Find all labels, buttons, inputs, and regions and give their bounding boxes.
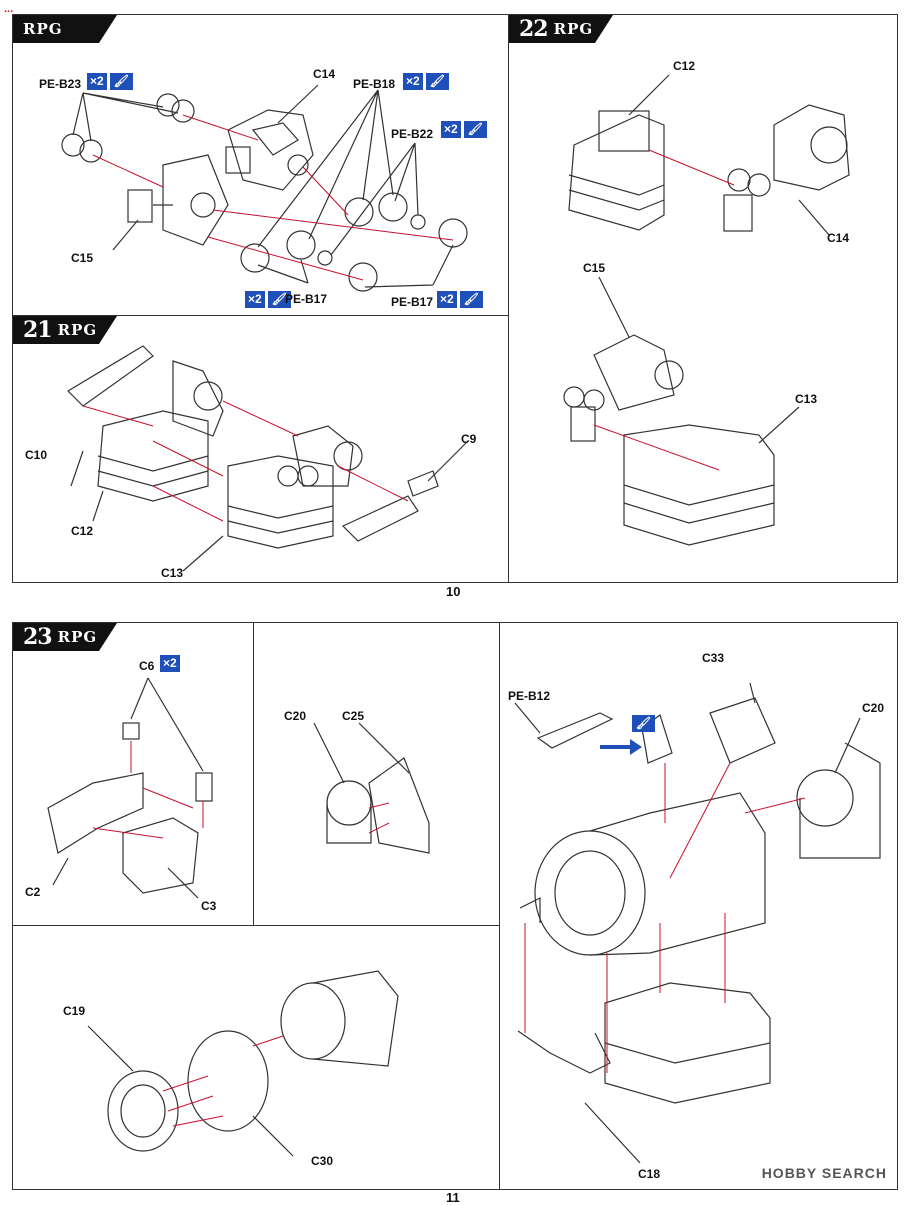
part-label-pe-b17b: PE-B17 [391, 295, 434, 309]
part-label-c14: C14 [827, 231, 850, 245]
step-brand: RPG [23, 20, 63, 38]
panel-step-20: RPG [12, 14, 509, 316]
step-21-drawing [67, 345, 469, 572]
glue-icon: 🖌 [109, 73, 133, 90]
panel-step-23-c: C19 C30 [12, 925, 500, 1190]
panel-step-21: 21 RPG C10 C9 C12 C13 [12, 315, 509, 583]
glue-icon: 🖌 [267, 291, 291, 308]
part-label-c9: C9 [461, 432, 477, 446]
step-brand: RPG [57, 321, 98, 339]
part-label-pe-b22: PE-B22 [391, 127, 434, 141]
step-23b-drawing [313, 722, 430, 854]
qty-x2: ×2 [87, 73, 107, 90]
qty-x2: ×2 [437, 291, 457, 308]
part-label-c12: C12 [71, 524, 94, 538]
glue-icon: 🖌 [425, 73, 449, 90]
part-label-c3: C3 [201, 899, 217, 913]
part-label-c13: C13 [161, 566, 184, 580]
part-label-c15: C15 [71, 251, 94, 265]
qty-badge-c6: ×2 [160, 655, 180, 672]
qty-badge-pe-b17a: ×2🖌 [245, 291, 291, 308]
glue-badge: 🖌 [632, 715, 655, 732]
glue-icon: 🖌 [459, 291, 483, 308]
part-label-c12: C12 [673, 59, 696, 73]
qty-badge-pe-b23: ×2🖌 [87, 73, 133, 90]
step-number: 23 [23, 624, 52, 650]
panel-step-23-a: 23 RPG C6 ×2 C2 C3 [12, 622, 254, 926]
part-label-pe-b17a: PE-B17 [285, 292, 328, 306]
qty-badge-pe-b18: ×2🖌 [403, 73, 449, 90]
glue-icon: 🖌 [632, 715, 655, 732]
step-23a-drawing [47, 677, 213, 899]
part-label-pe-b12: PE-B12 [508, 689, 551, 703]
qty-x2: ×2 [403, 73, 423, 90]
step-22-drawing [563, 74, 850, 546]
step-23d-drawing [514, 682, 881, 1164]
part-label-pe-b18: PE-B18 [353, 77, 396, 91]
step-tag-22: 22 RPG [509, 15, 613, 43]
step-tag-23: 23 RPG [13, 623, 117, 651]
glue-icon: 🖌 [463, 121, 487, 138]
part-label-c10: C10 [25, 448, 48, 462]
step-23c-drawing [87, 970, 399, 1157]
panel-step-23-d: PE-B12 🖌 C33 C20 C18 HOBBY SEARCH [499, 622, 898, 1190]
page-number-top: 10 [446, 584, 461, 599]
part-label-c14: C14 [313, 67, 336, 81]
panel-step-22: 22 RPG C12 C14 C15 C13 [508, 14, 898, 583]
part-label-c33: C33 [702, 651, 725, 665]
step-brand: RPG [553, 20, 594, 38]
part-label-c20: C20 [862, 701, 885, 715]
step-tag-20: RPG [13, 15, 117, 43]
watermark-logo: ... [4, 3, 14, 15]
step-number: 22 [519, 16, 548, 42]
part-label-c18: C18 [638, 1167, 661, 1181]
part-label-c13: C13 [795, 392, 818, 406]
qty-x2: ×2 [160, 655, 180, 672]
step-tag-21: 21 RPG [13, 316, 117, 344]
qty-x2: ×2 [441, 121, 461, 138]
page-number-bottom: 11 [446, 1190, 460, 1205]
part-label-c25: C25 [342, 709, 365, 723]
panel-step-23-b: C20 C25 [253, 622, 500, 926]
part-label-c30: C30 [311, 1154, 334, 1168]
qty-badge-pe-b17b: ×2🖌 [437, 291, 483, 308]
part-label-pe-b23: PE-B23 [39, 77, 82, 91]
step-20-drawing [61, 84, 468, 292]
qty-x2: ×2 [245, 291, 265, 308]
part-label-c15: C15 [583, 261, 606, 275]
step-brand: RPG [57, 628, 98, 646]
part-label-c2: C2 [25, 885, 41, 899]
step-number: 21 [23, 317, 52, 343]
part-label-c6: C6 [139, 659, 155, 673]
qty-badge-pe-b22: ×2🖌 [441, 121, 487, 138]
part-label-c20: C20 [284, 709, 307, 723]
part-label-c19: C19 [63, 1004, 86, 1018]
watermark-hobby-search: HOBBY SEARCH [761, 1165, 887, 1181]
